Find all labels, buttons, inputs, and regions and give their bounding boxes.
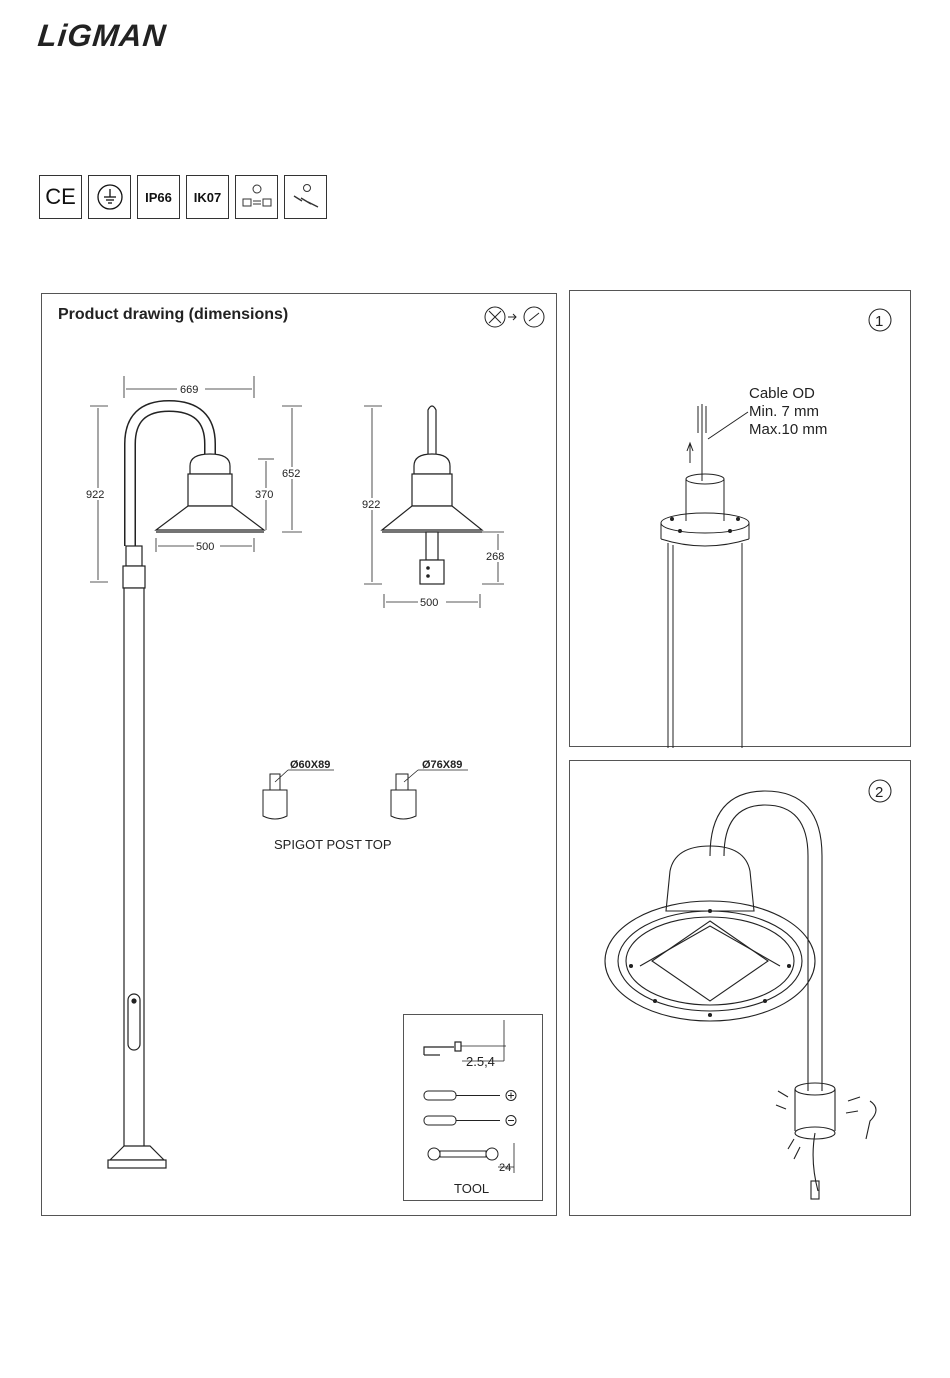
spigot-b-label: Ø76X89 xyxy=(422,759,462,771)
dim-height-right: 652 xyxy=(282,468,300,480)
spigot-caption: SPIGOT POST TOP xyxy=(274,837,392,852)
cable-connect-icon xyxy=(284,175,327,219)
spigot-b xyxy=(391,770,468,819)
driver-swap-icon xyxy=(235,175,278,219)
dim-shade-width: 500 xyxy=(196,541,214,553)
step1-number: 1 xyxy=(875,313,883,330)
cable-od-max: Max.10 mm xyxy=(749,421,827,438)
tool-caption: TOOL xyxy=(454,1181,489,1196)
step2-panel: 2 xyxy=(569,760,911,1216)
install-icons xyxy=(485,307,544,327)
step2-number: 2 xyxy=(875,784,883,801)
product-drawing-panel: Product drawing (dimensions) xyxy=(41,293,557,1216)
dim-height-side: 922 xyxy=(362,499,380,511)
brand-logo: LiGMAN xyxy=(36,18,168,54)
luminaire-illustration xyxy=(605,791,876,1199)
ik07-badge: IK07 xyxy=(186,175,229,219)
wrench-size: 24 xyxy=(499,1162,511,1174)
side-view xyxy=(382,406,482,584)
spigot-a xyxy=(263,770,334,819)
cable-od-min: Min. 7 mm xyxy=(749,403,819,420)
earth-symbol-icon xyxy=(88,175,131,219)
ce-mark-icon: CE xyxy=(39,175,82,219)
dim-shade-height: 370 xyxy=(255,489,273,501)
phillips-screwdriver-icon xyxy=(424,1091,516,1101)
flat-screwdriver-icon xyxy=(424,1116,516,1126)
cable-od-title: Cable OD xyxy=(749,385,815,402)
post-illustration xyxy=(661,404,749,748)
dim-height-left: 922 xyxy=(86,489,104,501)
dim-side-lower: 268 xyxy=(486,551,504,563)
certification-row: CE IP66 IK07 xyxy=(39,175,327,219)
dim-side-width: 500 xyxy=(420,597,438,609)
hex-key-size: 2.5,4 xyxy=(466,1054,495,1069)
front-view xyxy=(108,406,264,1168)
spigot-a-label: Ø60X89 xyxy=(290,759,330,771)
ip66-badge: IP66 xyxy=(137,175,180,219)
tool-box: 2.5,4 24 TOOL xyxy=(403,1014,543,1201)
dim-width-top: 669 xyxy=(180,384,198,396)
step1-panel: 1 Cable OD Min. 7 mm Max.10 mm xyxy=(569,290,911,747)
